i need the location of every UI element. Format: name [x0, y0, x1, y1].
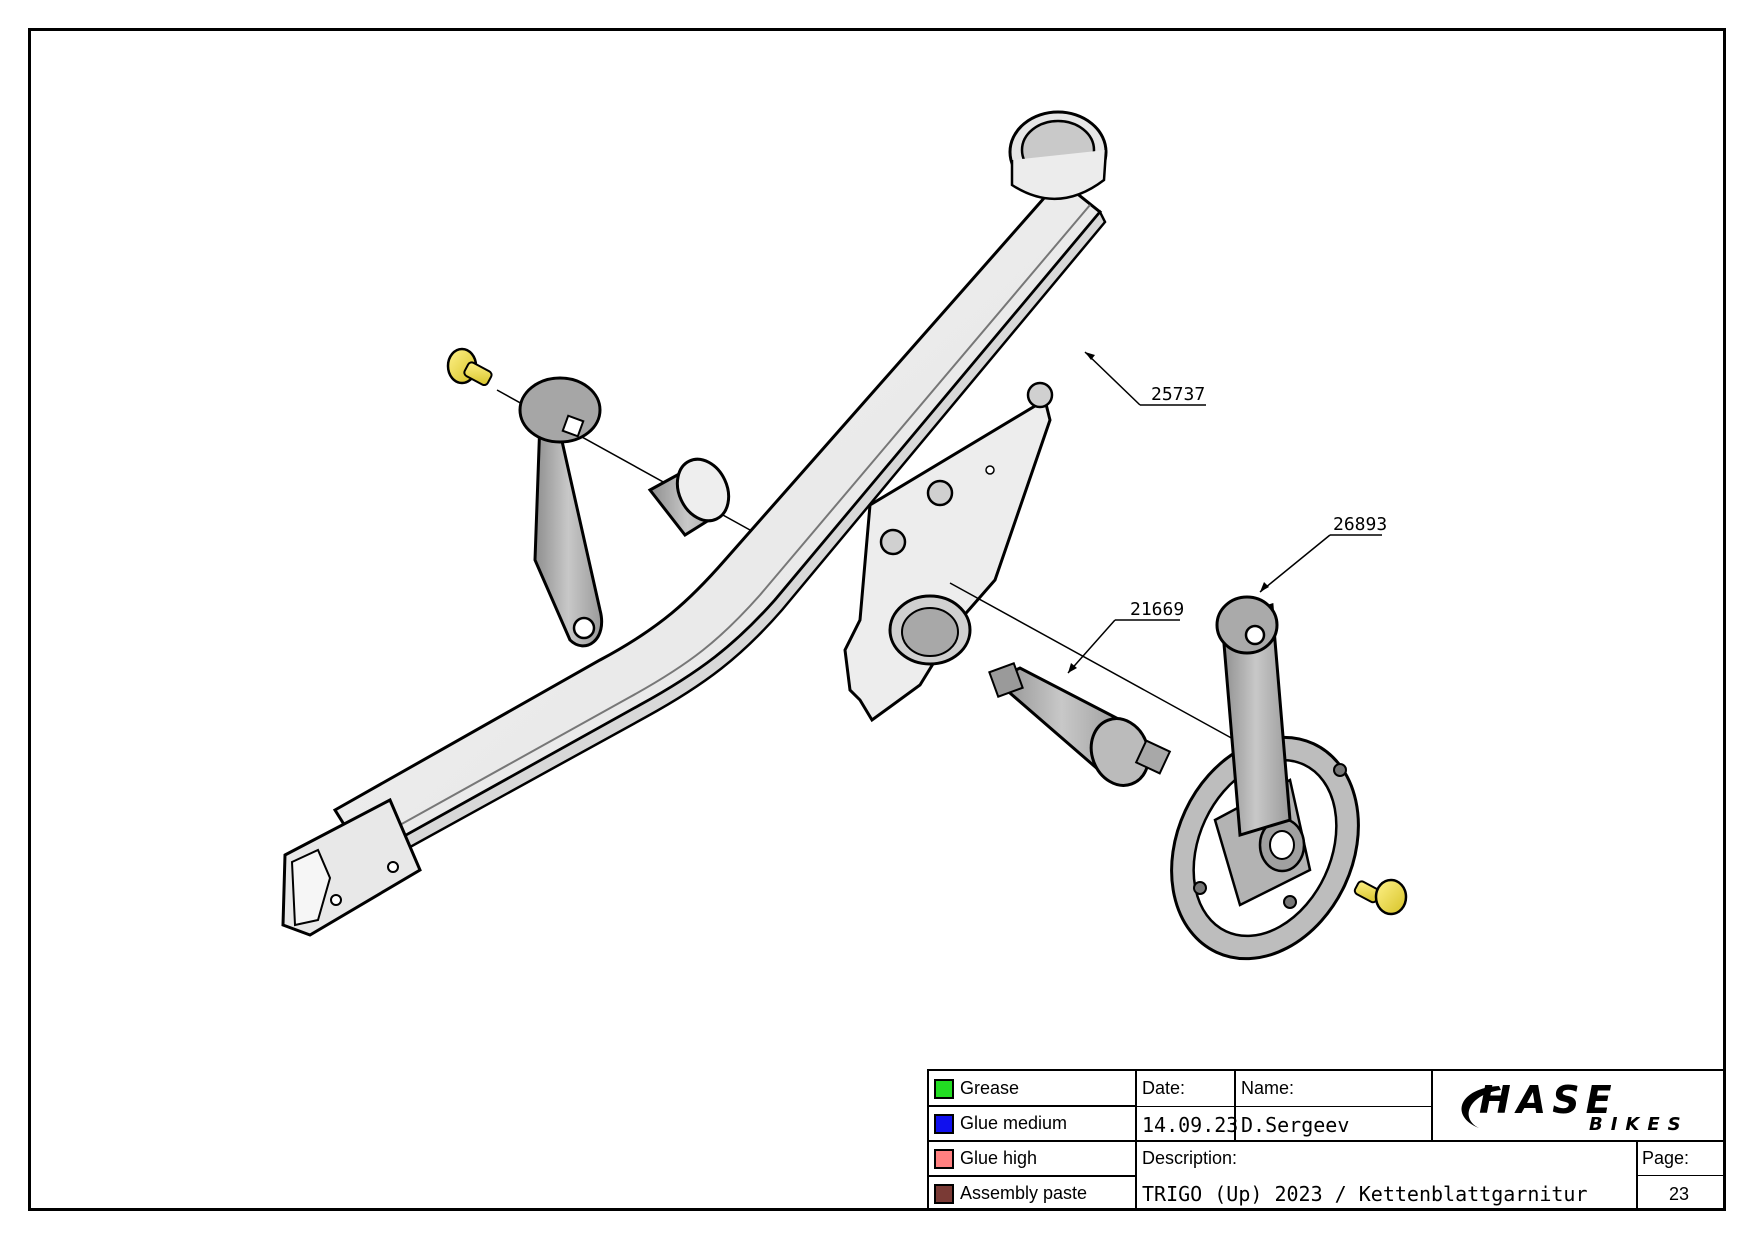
- callout-26893: 26893: [1259, 514, 1387, 593]
- assembly-paste-swatch: [934, 1183, 954, 1204]
- description-value: TRIGO (Up) 2023 / Kettenblattgarnitur: [1142, 1182, 1588, 1206]
- callout-25737: 25737: [1084, 351, 1206, 406]
- date-label: Date:: [1142, 1078, 1186, 1098]
- head-tube: [1008, 110, 1108, 201]
- description-label: Description:: [1142, 1148, 1238, 1168]
- axis-line-right: [949, 582, 1236, 741]
- date-value: 14.09.23: [1142, 1113, 1239, 1137]
- title-block: Grease Glue medium Glue high Assembly pa…: [927, 1069, 1725, 1210]
- legend-label: Glue high: [960, 1148, 1038, 1168]
- legend-item-glue-high: Glue high: [929, 1141, 1135, 1176]
- left-crank-arm: [518, 376, 604, 648]
- legend-item-glue-medium: Glue medium: [929, 1106, 1135, 1141]
- hase-bikes-logo: HASE BIKES: [1439, 1076, 1719, 1138]
- legend-item-grease: Grease: [929, 1071, 1135, 1106]
- right-crank-bolt: [1353, 878, 1408, 916]
- glue-medium-swatch: [934, 1113, 954, 1134]
- legend-label: Assembly paste: [960, 1183, 1088, 1203]
- callout-label-21669: 21669: [1130, 599, 1184, 620]
- bottom-bracket-plate: [843, 381, 1054, 723]
- page-label: Page:: [1642, 1148, 1690, 1168]
- callout-label-26893: 26893: [1333, 514, 1387, 535]
- frame-rear-profile: [281, 797, 422, 937]
- bearing-cup: [647, 457, 731, 537]
- left-crank-bolt: [446, 347, 493, 387]
- glue-high-swatch: [934, 1148, 954, 1169]
- page-number: 23: [1669, 1184, 1690, 1204]
- frame-main-tube: [332, 177, 1107, 870]
- legend-label: Grease: [960, 1078, 1020, 1098]
- bottom-bracket-cartridge: [988, 662, 1172, 787]
- drawing-frame: [28, 28, 1726, 1211]
- callout-label-25737: 25737: [1151, 384, 1205, 405]
- grease-swatch: [934, 1078, 954, 1099]
- name-label: Name:: [1241, 1078, 1295, 1098]
- logo-text: HASE: [1479, 1078, 1618, 1122]
- logo-swoosh-icon: [1461, 1086, 1501, 1128]
- legend-label: Glue medium: [960, 1113, 1068, 1133]
- logo-subtext: BIKES: [1589, 1114, 1689, 1135]
- name-value: D.Sergeev: [1241, 1113, 1350, 1137]
- right-crank-arm: [1215, 595, 1292, 837]
- callout-21669: 21669: [1067, 599, 1184, 674]
- legend-item-assembly-paste: Assembly paste: [929, 1176, 1135, 1211]
